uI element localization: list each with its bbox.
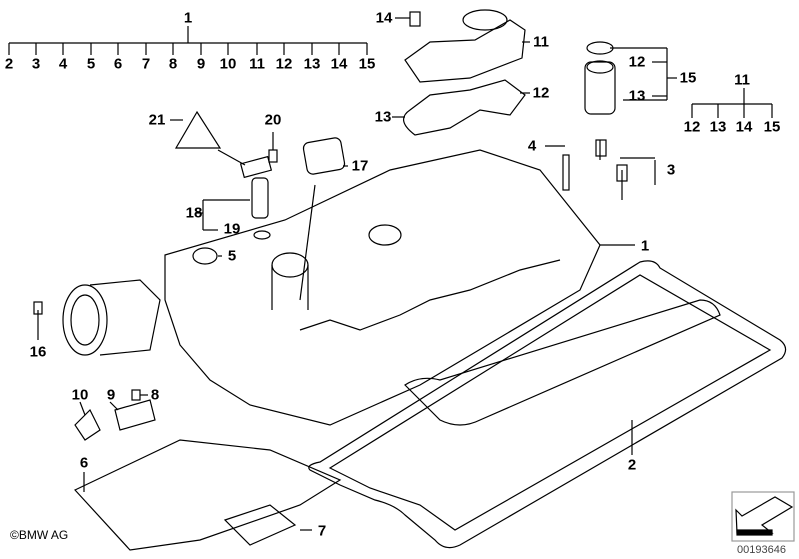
label-right-14: 14 [735, 118, 753, 136]
label-9: 9 [196, 55, 206, 73]
heat-shield [74, 439, 342, 551]
label-14: 14 [330, 55, 348, 73]
cap-assembly [392, 9, 530, 136]
label-15: 15 [358, 55, 376, 73]
label-right-12: 12 [683, 118, 701, 136]
label-right-13: 13 [709, 118, 727, 136]
label-screw-16: 16 [29, 343, 47, 361]
label-gasket-12: 12 [532, 84, 550, 102]
right-bracket-lines [691, 88, 773, 118]
label-4: 4 [58, 55, 68, 73]
label-cap-11: 11 [533, 33, 549, 51]
label-right-15: 15 [763, 118, 781, 136]
label-sensor-18: 18 [185, 204, 203, 222]
label-shield-6: 6 [79, 454, 89, 472]
label-7: 7 [141, 55, 151, 73]
label-bolt-20: 20 [264, 111, 282, 129]
label-11: 11 [249, 55, 265, 73]
label-warning-21: 21 [148, 111, 166, 129]
label-cover-1: 1 [640, 237, 650, 255]
sensor-parts [170, 110, 348, 301]
label-gasket-13: 13 [374, 108, 392, 126]
diagram-number: 00193646 [737, 544, 786, 556]
label-5: 5 [86, 55, 96, 73]
gaskets [308, 260, 787, 549]
label-6: 6 [113, 55, 123, 73]
label-3: 3 [31, 55, 41, 73]
label-cap-17: 17 [351, 157, 369, 175]
label-gasket-2: 2 [627, 456, 637, 474]
label-bolt-4: 4 [527, 137, 537, 155]
label-1: 1 [183, 9, 193, 27]
label-sleeve-15: 15 [679, 69, 697, 87]
label-clip-10: 10 [71, 386, 89, 404]
label-bracket-9: 9 [106, 386, 116, 404]
intake-parts [33, 279, 161, 441]
label-bolt-14: 14 [375, 9, 393, 27]
label-bolts-3: 3 [666, 161, 676, 179]
cylinder-head-cover [164, 139, 656, 426]
label-oring-19: 19 [223, 220, 241, 238]
label-right-11: 11 [734, 71, 750, 89]
label-12: 12 [275, 55, 293, 73]
label-10: 10 [219, 55, 237, 73]
label-sleeve-13: 13 [628, 87, 646, 105]
label-grommet-7: 7 [317, 522, 327, 540]
copyright-text: ©BMW AG [10, 528, 69, 542]
top-bracket-lines [8, 26, 368, 55]
label-screw-8: 8 [150, 386, 160, 404]
label-sleeve-12: 12 [628, 53, 646, 71]
label-8: 8 [168, 55, 178, 73]
label-plug-5: 5 [227, 247, 237, 265]
orientation-icon [731, 491, 795, 542]
label-13: 13 [303, 55, 321, 73]
label-2: 2 [4, 55, 14, 73]
sleeve-bracket [584, 41, 677, 115]
